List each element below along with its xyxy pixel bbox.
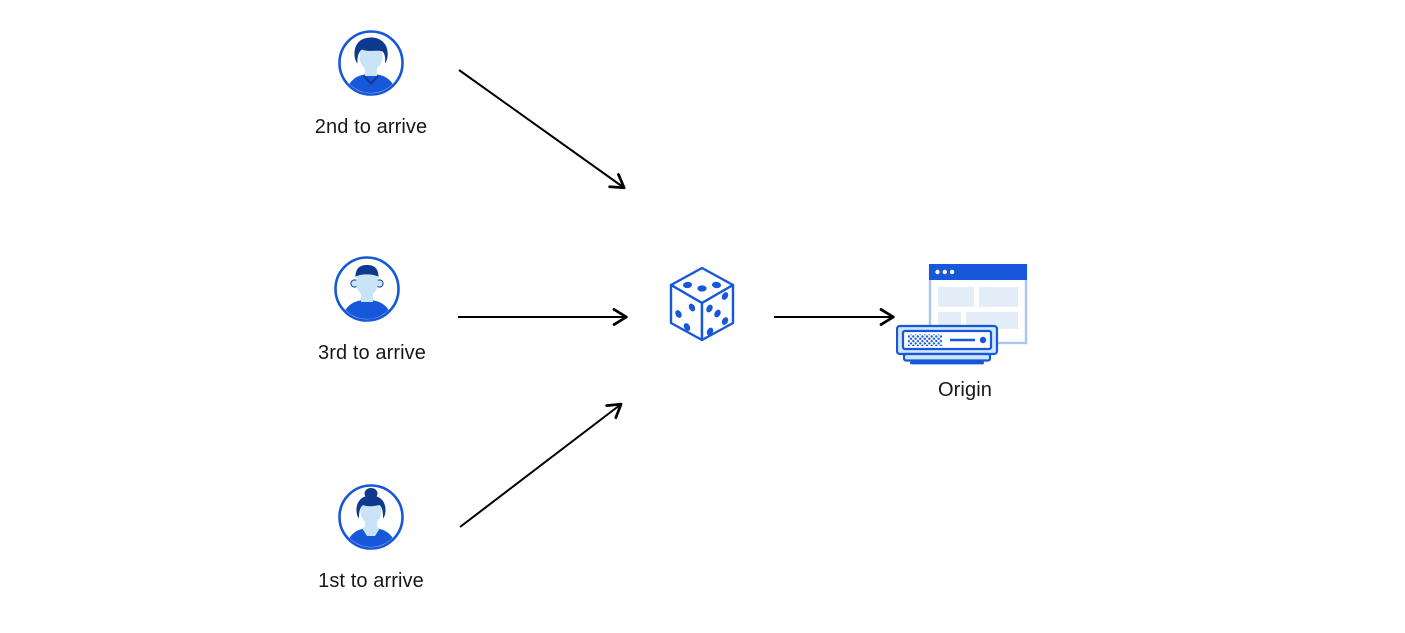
user-label: 2nd to arrive xyxy=(314,116,428,138)
woman-bun-avatar-icon xyxy=(338,484,404,550)
arrow-user2-to-dice xyxy=(458,69,626,190)
server-icon xyxy=(896,324,999,365)
man-flattop-avatar-icon xyxy=(334,256,400,322)
user-label: 3rd to arrive xyxy=(317,342,426,364)
arrow-user1-to-dice xyxy=(459,402,623,528)
origin-server-icon xyxy=(896,264,1028,365)
user-node-3rd: 3rd to arrive xyxy=(318,256,426,364)
user-node-2nd: 2nd to arrive xyxy=(315,30,427,138)
user-label: 1st to arrive xyxy=(318,570,424,592)
dice-icon xyxy=(669,266,735,342)
dice-node xyxy=(667,265,737,343)
man-swoop-avatar-icon xyxy=(338,30,404,96)
origin-label: Origin xyxy=(938,379,992,401)
origin-node: Origin xyxy=(896,264,1028,401)
user-node-1st: 1st to arrive xyxy=(318,484,424,592)
